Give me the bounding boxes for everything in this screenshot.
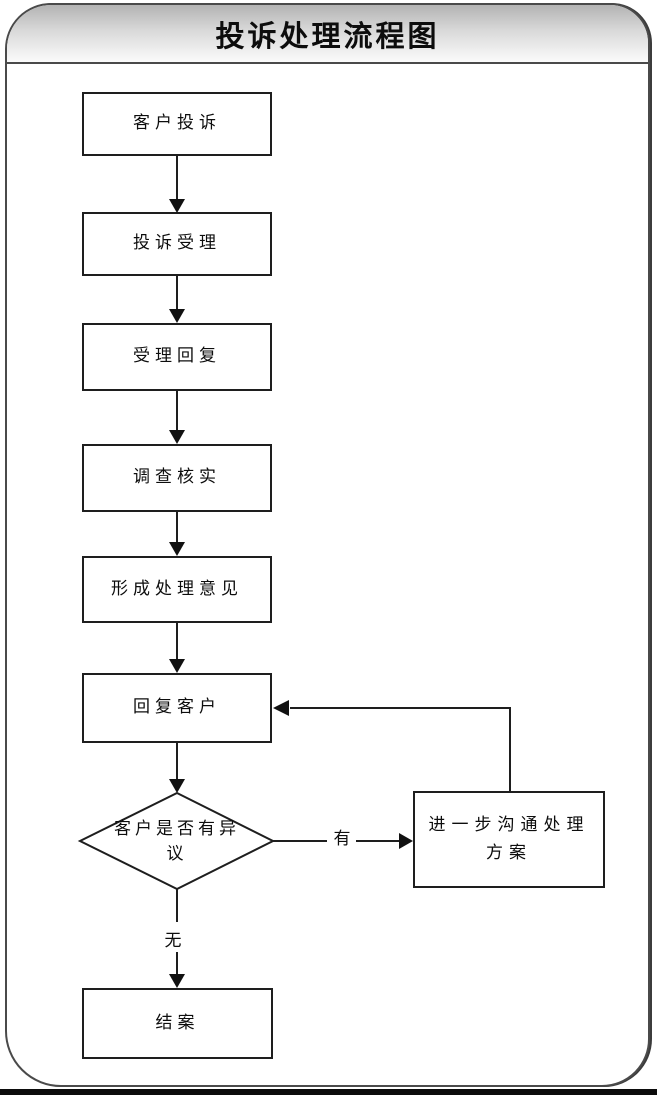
node-form-handling-opinion: 形成处理意见	[82, 556, 272, 623]
node-close-case: 结案	[82, 988, 273, 1059]
node-label: 客户投诉	[133, 113, 221, 134]
bottom-edge-bar	[0, 1089, 657, 1095]
flowchart-frame: 投诉处理流程图	[5, 3, 650, 1087]
title-band: 投诉处理流程图	[7, 5, 648, 64]
node-label: 进一步沟通处理方案	[428, 815, 590, 863]
node-further-communication: 进一步沟通处理方案	[413, 791, 605, 888]
node-investigate-verify: 调查核实	[82, 444, 272, 512]
node-label: 形成处理意见	[111, 578, 243, 599]
node-customer-complaint: 客户投诉	[82, 92, 272, 156]
node-reply-customer: 回复客户	[82, 673, 272, 743]
page-title: 投诉处理流程图	[215, 18, 440, 53]
edge-label-no: 无	[159, 926, 187, 951]
node-label: 调查核实	[133, 467, 221, 488]
node-complaint-acceptance: 投诉受理	[82, 212, 272, 276]
node-acceptance-reply: 受理回复	[82, 323, 272, 391]
node-label: 受理回复	[133, 346, 221, 367]
node-label: 投诉受理	[133, 233, 221, 254]
node-label: 结案	[155, 1012, 200, 1033]
edge-label-yes: 有	[328, 824, 356, 849]
node-label: 回复客户	[133, 697, 221, 718]
node-customer-objection-label: 客户是否有异议	[114, 819, 240, 864]
